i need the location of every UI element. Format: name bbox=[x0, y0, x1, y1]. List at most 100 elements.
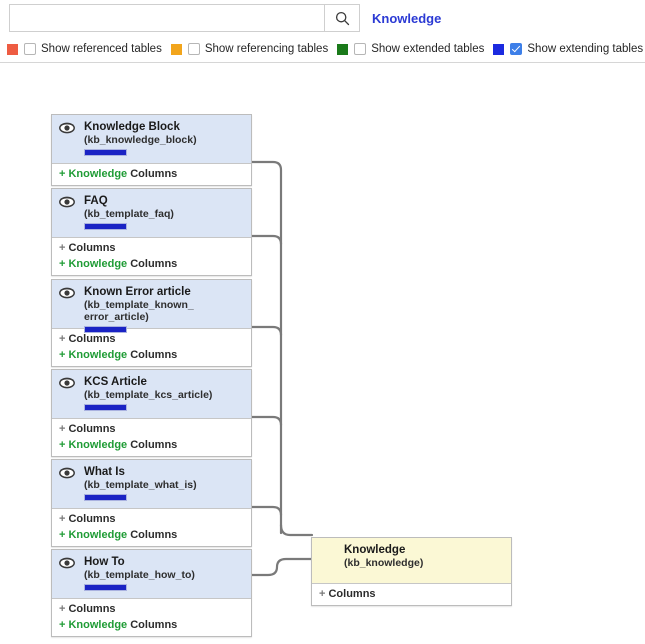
eye-icon bbox=[59, 377, 75, 389]
entity-what-is[interactable]: What Is (kb_template_what_is) + Columns … bbox=[51, 459, 252, 547]
entity-head-text: KCS Article (kb_template_kcs_article) bbox=[84, 376, 245, 411]
legend-item-extended: Show extended tables bbox=[337, 43, 484, 55]
entity-knowledge-block[interactable]: Knowledge Block (kb_knowledge_block) + K… bbox=[51, 114, 252, 186]
search-row: Knowledge bbox=[9, 4, 441, 32]
checkbox-show-extending-tables[interactable] bbox=[510, 43, 523, 55]
entity-head-text: Knowledge (kb_knowledge) bbox=[344, 544, 505, 569]
eye-icon bbox=[59, 557, 75, 569]
row-columns[interactable]: + Columns bbox=[312, 586, 511, 602]
entity-level-bar bbox=[84, 584, 127, 591]
row-columns[interactable]: + Columns bbox=[52, 240, 251, 256]
row-highlight: Knowledge bbox=[68, 439, 131, 451]
row-knowledge-columns[interactable]: + Knowledge Columns bbox=[52, 256, 251, 272]
entity-body: + Columns + Knowledge Columns bbox=[52, 328, 251, 366]
plus-icon: + bbox=[59, 423, 69, 435]
search-button[interactable] bbox=[324, 5, 359, 31]
entity-table-name: (kb_template_how_to) bbox=[84, 569, 195, 581]
entity-head-text: How To (kb_template_how_to) bbox=[84, 556, 245, 591]
entity-level-bar bbox=[84, 149, 127, 156]
entity-title: FAQ bbox=[84, 195, 108, 207]
plus-icon: + bbox=[59, 513, 69, 525]
entity-header: How To (kb_template_how_to) bbox=[52, 550, 251, 598]
entity-head-text: Knowledge Block (kb_knowledge_block) bbox=[84, 121, 245, 156]
row-label: Columns bbox=[130, 168, 178, 180]
entity-title: Knowledge bbox=[344, 544, 406, 556]
row-columns[interactable]: + Columns bbox=[52, 421, 251, 437]
entity-level-bar bbox=[84, 326, 127, 333]
entity-level-bar bbox=[84, 223, 127, 230]
row-label: Columns bbox=[130, 349, 178, 361]
entity-header: Known Error article (kb_template_known_e… bbox=[52, 280, 251, 333]
entity-table-name: (kb_template_faq) bbox=[84, 208, 174, 220]
swatch-referencing-icon bbox=[170, 43, 182, 55]
plus-icon: + bbox=[59, 242, 69, 254]
entity-body: + Columns + Knowledge Columns bbox=[52, 418, 251, 456]
row-knowledge-columns[interactable]: + Knowledge Columns bbox=[52, 617, 251, 633]
plus-icon: + bbox=[59, 333, 69, 345]
plus-icon: + bbox=[319, 588, 329, 600]
row-highlight: Knowledge bbox=[68, 619, 131, 631]
row-label: Columns bbox=[68, 603, 116, 615]
entity-head-text: Known Error article (kb_template_known_e… bbox=[84, 286, 197, 333]
legend-item-referencing: Show referencing tables bbox=[170, 43, 329, 55]
label-show-referencing-tables[interactable]: Show referencing tables bbox=[204, 43, 329, 55]
row-label: Columns bbox=[68, 513, 116, 525]
entity-table-name: (kb_template_known_error_article) bbox=[84, 299, 194, 323]
row-label: Columns bbox=[68, 333, 116, 345]
checkbox-show-referencing-tables[interactable] bbox=[187, 43, 200, 55]
entity-header: Knowledge Block (kb_knowledge_block) bbox=[52, 115, 251, 163]
row-knowledge-columns[interactable]: + Knowledge Columns bbox=[52, 527, 251, 543]
label-show-extended-tables[interactable]: Show extended tables bbox=[371, 43, 485, 55]
row-highlight: Knowledge bbox=[68, 258, 131, 270]
diagram-canvas[interactable]: Knowledge Block (kb_knowledge_block) + K… bbox=[0, 63, 645, 644]
legend-filter-row: Show referenced tables Show referencing … bbox=[7, 40, 643, 58]
row-label: Columns bbox=[68, 242, 116, 254]
checkbox-show-extended-tables[interactable] bbox=[354, 43, 367, 55]
plus-icon: + bbox=[59, 168, 69, 180]
row-knowledge-columns[interactable]: + Knowledge Columns bbox=[52, 166, 251, 182]
row-columns[interactable]: + Columns bbox=[52, 511, 251, 527]
entity-level-bar bbox=[84, 494, 127, 501]
search-box bbox=[9, 4, 360, 32]
plus-icon: + bbox=[59, 603, 69, 615]
entity-title: What Is bbox=[84, 466, 125, 478]
entity-title: How To bbox=[84, 556, 125, 568]
row-knowledge-columns[interactable]: + Knowledge Columns bbox=[52, 347, 251, 363]
row-label: Columns bbox=[130, 258, 178, 270]
row-label: Columns bbox=[130, 619, 178, 631]
entity-knowledge[interactable]: Knowledge (kb_knowledge) + Columns bbox=[311, 537, 512, 606]
legend-item-referenced: Show referenced tables bbox=[7, 43, 162, 55]
entity-title: Known Error article bbox=[84, 286, 191, 298]
row-columns[interactable]: + Columns bbox=[52, 331, 251, 347]
label-show-extending-tables[interactable]: Show extending tables bbox=[527, 43, 644, 55]
entity-table-name: (kb_template_what_is) bbox=[84, 479, 197, 491]
entity-body: + Columns + Knowledge Columns bbox=[52, 508, 251, 546]
entity-kcs-article[interactable]: KCS Article (kb_template_kcs_article) + … bbox=[51, 369, 252, 457]
entity-header: KCS Article (kb_template_kcs_article) bbox=[52, 370, 251, 418]
eye-icon bbox=[59, 196, 75, 208]
top-toolbar: Knowledge Show referenced tables Show re… bbox=[0, 0, 645, 63]
search-input[interactable] bbox=[10, 5, 324, 31]
plus-icon: + bbox=[59, 439, 69, 451]
plus-icon: + bbox=[59, 619, 69, 631]
entity-faq[interactable]: FAQ (kb_template_faq) + Columns + Knowle… bbox=[51, 188, 252, 276]
row-columns[interactable]: + Columns bbox=[52, 601, 251, 617]
row-label: Columns bbox=[328, 588, 376, 600]
label-show-referenced-tables[interactable]: Show referenced tables bbox=[41, 43, 162, 55]
swatch-referenced-icon bbox=[7, 43, 18, 55]
eye-icon bbox=[59, 467, 75, 479]
entity-head-text: FAQ (kb_template_faq) bbox=[84, 195, 245, 230]
checkbox-show-referenced-tables[interactable] bbox=[24, 43, 36, 55]
legend-item-extending: Show extending tables bbox=[493, 43, 643, 55]
entity-body: + Columns + Knowledge Columns bbox=[52, 598, 251, 636]
breadcrumb-knowledge-link[interactable]: Knowledge bbox=[372, 10, 442, 26]
entity-head-text: What Is (kb_template_what_is) bbox=[84, 466, 245, 501]
entity-body: + Columns bbox=[312, 583, 511, 605]
plus-icon: + bbox=[59, 258, 69, 270]
entity-how-to[interactable]: How To (kb_template_how_to) + Columns + … bbox=[51, 549, 252, 637]
search-icon bbox=[335, 11, 350, 26]
row-knowledge-columns[interactable]: + Knowledge Columns bbox=[52, 437, 251, 453]
swatch-extending-icon bbox=[493, 43, 505, 55]
entity-known-error-article[interactable]: Known Error article (kb_template_known_e… bbox=[51, 279, 252, 367]
row-label: Columns bbox=[130, 439, 178, 451]
